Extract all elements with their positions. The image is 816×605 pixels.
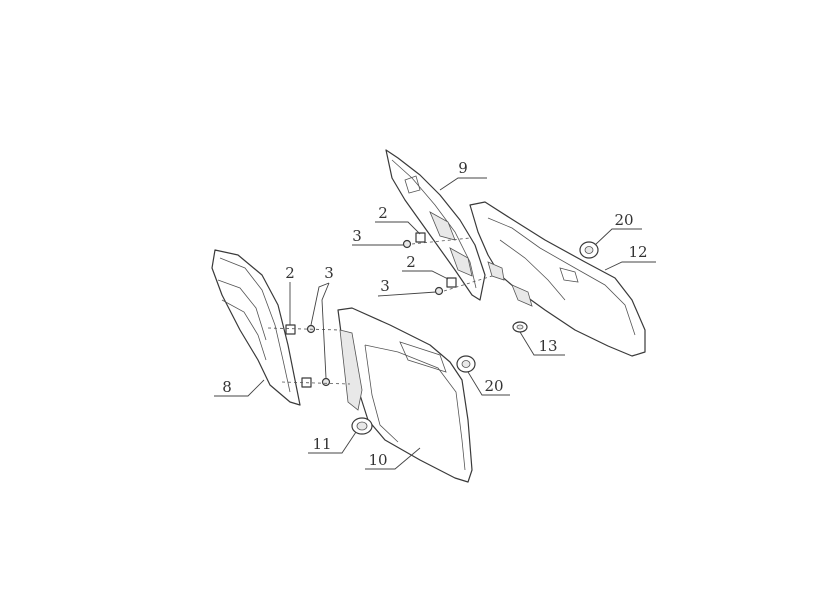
fastener-clip-lower-1 xyxy=(285,324,296,335)
fastener-screw-upper-2 xyxy=(434,286,444,296)
callout-9: 9 xyxy=(458,159,468,177)
callout-8: 8 xyxy=(222,378,232,396)
fastener-screw-lower-2 xyxy=(321,377,331,387)
callout-11: 11 xyxy=(312,435,331,453)
callout-labels: 9 2 3 20 12 2 3 13 2 3 8 20 11 10 xyxy=(222,159,647,469)
fastener-clip-upper-1 xyxy=(415,232,426,243)
part-8-left-panel xyxy=(211,249,301,406)
assembly-lines xyxy=(267,237,493,385)
callout-3-upper: 3 xyxy=(352,227,362,245)
part-20-grommet-upper xyxy=(579,241,599,259)
part-12-upper-right-panel xyxy=(469,201,646,357)
callout-20-upper: 20 xyxy=(614,211,633,229)
part-10-lower-panel xyxy=(337,307,473,483)
leader-lines xyxy=(214,177,656,470)
part-9-upper-panel xyxy=(385,149,486,301)
fastener-clip-upper-2 xyxy=(446,277,457,288)
fastener-screw-upper-1 xyxy=(402,239,412,249)
callout-13: 13 xyxy=(538,337,557,355)
callout-20-lower: 20 xyxy=(484,377,503,395)
callout-2-upper: 2 xyxy=(378,204,388,222)
callout-3-lower: 3 xyxy=(324,264,334,282)
callout-12: 12 xyxy=(628,243,647,261)
callout-10: 10 xyxy=(368,451,387,469)
callout-3-middle: 3 xyxy=(380,277,390,295)
part-13-grommet xyxy=(512,321,528,333)
callout-2-lower: 2 xyxy=(285,264,295,282)
part-20-grommet-lower xyxy=(456,355,476,373)
callout-2-middle: 2 xyxy=(406,253,416,271)
part-11-grommet xyxy=(351,417,373,435)
